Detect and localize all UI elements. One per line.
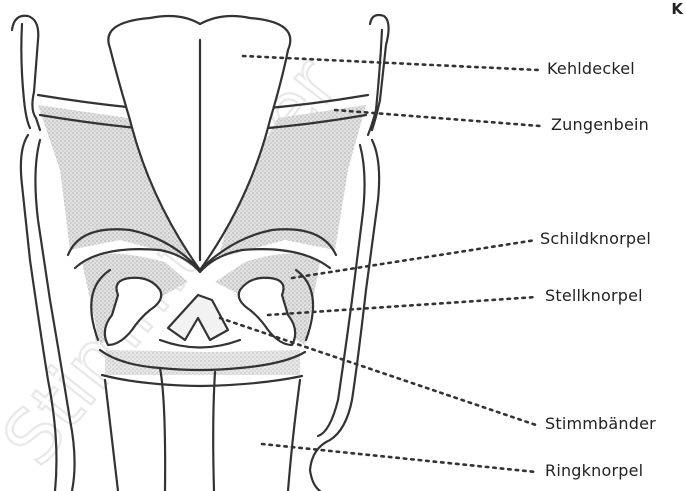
label-zungenbein: Zungenbein [551,115,649,134]
label-stimmbaender: Stimmbänder [545,414,656,433]
label-schildknorpel: Schildknorpel [540,229,651,248]
corner-glyph: K [671,0,683,18]
label-stellknorpel: Stellknorpel [545,286,643,305]
trachea [160,368,165,491]
label-kehldeckel: Kehldeckel [547,59,635,78]
leader-zungenbein [335,110,540,126]
leader-ringknorpel [262,444,536,472]
label-ringknorpel: Ringknorpel [545,461,643,480]
